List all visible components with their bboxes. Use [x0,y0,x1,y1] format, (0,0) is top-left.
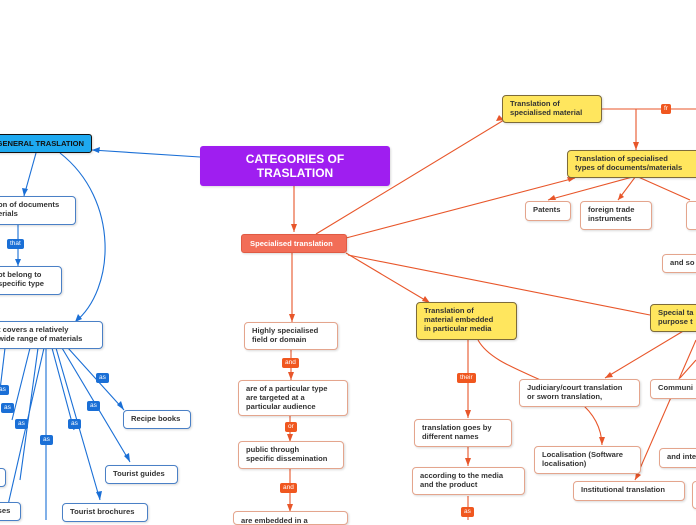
node-text: are targeted at a [246,393,305,403]
link-label-as: as [461,507,474,518]
node-text: Communi [658,383,694,392]
special-purpose-node[interactable]: Special ta purpose t [650,304,696,332]
node-text: are of a particular type [246,384,328,393]
node-text: tises [0,506,11,515]
node-text: Recipe books [131,414,181,423]
link-label-and: and [280,483,297,494]
node-text: Tourist brochures [70,507,135,516]
node-text: wide range of materials [0,334,83,344]
node-text: field or domain [252,335,307,345]
link-label-as: as [0,385,9,396]
node-text: Patents [533,205,561,214]
link-label-and: and [282,358,299,369]
node-text: particular audience [246,402,316,412]
node-text: Tourist guides [113,469,165,478]
tourist-guides-node[interactable]: Tourist guides [105,465,178,484]
link-label-as: as [87,401,100,412]
node-text: Localisation (Software [542,450,624,459]
node-text: Highly specialised [252,326,319,335]
node-text: Specialised translation [250,238,333,248]
node-text: specific dissemination [246,454,328,464]
public-dissemination-node[interactable]: public through specific dissemination [238,441,344,469]
judiciary-node[interactable]: Judiciary/court translation or sworn tra… [519,379,640,407]
node-text: erials [0,209,18,219]
link-label-their: their [457,373,476,384]
media-product-node[interactable]: according to the media and the product [412,467,525,495]
link-label-or: or [285,422,297,433]
recipe-books-node[interactable]: Recipe books [123,410,191,429]
particular-audience-node[interactable]: are of a particular type are targeted at… [238,380,348,416]
different-names-node[interactable]: translation goes by different names [414,419,512,447]
general-documents-node[interactable]: on of documents erials [0,196,76,225]
node-text: types of documents/materials [575,163,683,173]
node-text: instruments [588,214,632,224]
community-node[interactable]: Communi [650,379,696,399]
node-text: are embedded in a [241,516,308,525]
node-text: different names [422,432,479,442]
link-label-as: as [68,419,81,430]
node-text: Translation of [510,99,560,108]
node-text: specific type [0,279,45,289]
root-title: CATEGORIES OF TRASLATION [245,151,345,180]
node-text: according to the media [420,471,504,480]
specialised-translation-node[interactable]: Specialised translation [241,234,347,253]
node-text: on of documents [0,200,60,209]
patents-node[interactable]: Patents [525,201,571,221]
embedded-media-node[interactable]: Translation of material embedded in part… [416,302,517,340]
and-so-node[interactable]: and so [662,254,696,273]
foreign-trade-node[interactable]: foreign trade instruments [580,201,652,230]
node-text: Judiciary/court translation [527,383,623,392]
link-label-as: as [96,373,109,384]
tourist-brochures-node[interactable]: Tourist brochures [62,503,148,522]
node-text: localisation) [542,459,587,469]
node-text: material embedded [424,315,494,325]
and-inte-node[interactable]: and inte [659,448,696,468]
link-label-that: that [7,239,24,250]
node-text: translation goes by [422,423,492,432]
node-text: Translation of specialised [575,154,668,163]
link-label-fr: fr [661,104,671,115]
node-text: ot belong to [0,270,42,279]
node-text: foreign trade [588,205,635,214]
node-text: Institutional translation [581,485,665,494]
node-text: and so [670,258,695,267]
embedded-cut-node[interactable]: are embedded in a [233,511,348,525]
root-node[interactable]: CATEGORIES OF TRASLATION [200,146,390,186]
general-not-belong-node[interactable]: ot belong to specific type [0,266,62,295]
link-label-as: as [1,403,14,414]
partial-node[interactable] [692,481,696,509]
node-text: Translation of [424,306,474,315]
node-text: Special ta [658,308,694,317]
general-title: GENERAL TRASLATION [0,138,84,148]
general-wide-range-node[interactable]: t covers a relatively wide range of mate… [0,321,103,349]
node-text: or sworn translation, [527,392,603,402]
node-text: public through [246,445,300,454]
node-text: specialised material [510,108,583,118]
specialised-types-node[interactable]: Translation of specialised types of docu… [567,150,696,178]
node-text: and the product [420,480,478,490]
localisation-node[interactable]: Localisation (Software localisation) [534,446,641,474]
general-translation-node[interactable]: GENERAL TRASLATION [0,134,92,153]
institutional-node[interactable]: Institutional translation [573,481,685,501]
node-text: and inte [667,452,696,461]
node-text: purpose t [658,317,693,327]
specialised-material-node[interactable]: Translation of specialised material [502,95,602,123]
treatises-node[interactable]: tises [0,502,21,521]
node-text: in particular media [424,324,492,334]
partial-node[interactable] [686,201,696,230]
partial-node[interactable] [0,468,6,487]
link-label-as: as [15,419,28,430]
highly-specialised-node[interactable]: Highly specialised field or domain [244,322,338,350]
link-label-as: as [40,435,53,446]
node-text: t covers a relatively [0,325,69,334]
